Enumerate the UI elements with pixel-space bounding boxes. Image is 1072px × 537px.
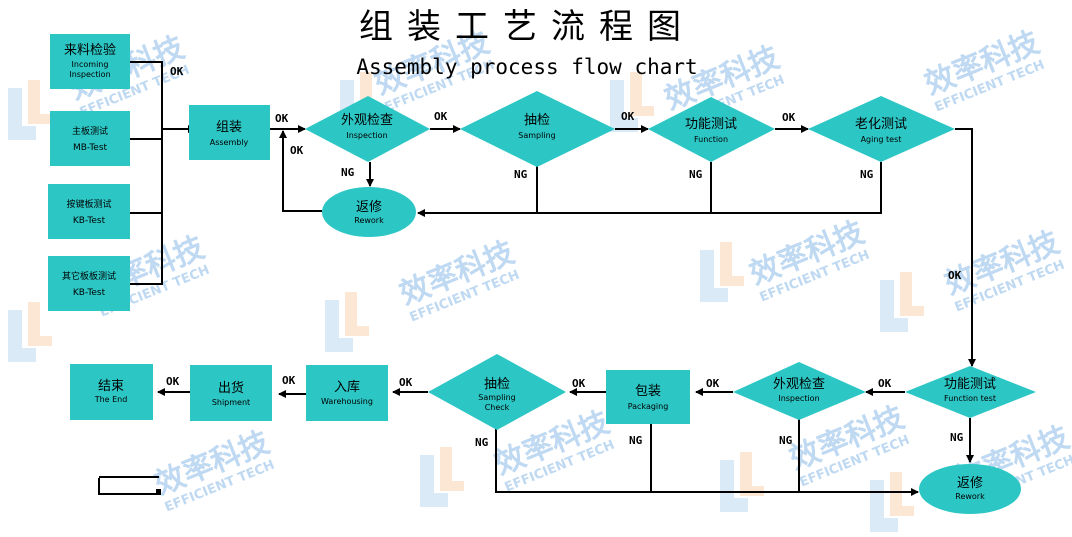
svg-text:包装: 包装 (635, 384, 661, 399)
node-packaging: 包装 Packaging (606, 370, 690, 424)
svg-text:老化测试: 老化测试 (855, 117, 907, 132)
ng-label: NG (341, 166, 355, 179)
ng-label: NG (950, 431, 964, 444)
svg-text:Check: Check (485, 403, 510, 412)
svg-text:KB-Test: KB-Test (73, 216, 106, 226)
svg-text:Inspection: Inspection (69, 70, 110, 79)
page-subtitle: Assembly process flow chart (356, 55, 697, 79)
ok-label: OK (621, 110, 635, 123)
svg-text:功能测试: 功能测试 (944, 377, 996, 392)
ng-label: NG (779, 434, 793, 447)
svg-text:抽检: 抽检 (524, 113, 550, 128)
svg-text:其它板板测试: 其它板板测试 (62, 270, 116, 282)
node-inspection-2: 外观检查 Inspection (733, 362, 866, 420)
svg-text:外观检查: 外观检查 (341, 113, 393, 128)
svg-text:结束: 结束 (98, 379, 124, 394)
svg-text:Packaging: Packaging (628, 402, 669, 411)
svg-text:Rework: Rework (955, 492, 985, 501)
node-other-board-test: 其它板板测试 KB-Test (48, 256, 130, 311)
node-function-test-2: 功能测试 Function test (905, 366, 1036, 418)
flow-labels: OK OK OK OK OK OK OK OK OK OK OK OK OK N… (166, 65, 964, 449)
node-incoming-inspection: 来料检验 Incoming Inspection (50, 34, 130, 89)
svg-text:主板测试: 主板测试 (72, 125, 108, 137)
ng-label: NG (514, 168, 528, 181)
ng-label: NG (475, 436, 489, 449)
svg-text:MB-Test: MB-Test (73, 143, 108, 153)
svg-text:Assembly: Assembly (210, 138, 249, 147)
connectors (98, 61, 976, 496)
ok-label: OK (572, 377, 586, 390)
svg-text:抽检: 抽检 (484, 377, 510, 392)
svg-text:返修: 返修 (957, 476, 983, 491)
node-sampling-1: 抽检 Sampling (460, 91, 615, 167)
svg-text:KB-Test: KB-Test (73, 288, 106, 298)
node-rework-1: 返修 Rework (322, 187, 416, 237)
node-aging-test: 老化测试 Aging test (808, 96, 955, 162)
ng-label: NG (629, 434, 643, 447)
ok-label: OK (948, 269, 962, 282)
svg-text:Function: Function (694, 135, 728, 144)
svg-text:Function test: Function test (944, 394, 996, 403)
ok-label: OK (275, 112, 289, 125)
node-assembly: 组装 Assembly (189, 105, 270, 160)
ok-label: OK (399, 376, 413, 389)
svg-text:来料检验: 来料检验 (64, 42, 116, 58)
svg-text:Warehousing: Warehousing (321, 397, 373, 406)
ok-label: OK (166, 375, 180, 388)
node-mb-test: 主板测试 MB-Test (50, 111, 130, 166)
ok-label: OK (282, 374, 296, 387)
svg-text:Rework: Rework (354, 216, 384, 225)
svg-text:Inspection: Inspection (778, 394, 819, 403)
svg-text:出货: 出货 (218, 380, 244, 396)
node-rework-2: 返修 Rework (919, 464, 1021, 514)
ng-label: NG (689, 168, 703, 181)
ok-label: OK (290, 144, 304, 157)
ok-label: OK (434, 110, 448, 123)
node-warehousing: 入库 Warehousing (306, 365, 388, 421)
svg-text:Aging test: Aging test (861, 135, 902, 144)
svg-text:入库: 入库 (334, 379, 360, 395)
svg-text:Incoming: Incoming (72, 60, 109, 69)
node-the-end: 结束 The End (70, 364, 153, 420)
svg-text:外观检查: 外观检查 (773, 377, 825, 392)
ok-label: OK (706, 377, 720, 390)
svg-text:功能测试: 功能测试 (685, 117, 737, 132)
svg-text:Sampling: Sampling (518, 131, 555, 140)
ok-label: OK (170, 65, 184, 78)
page-title: 组装工艺流程图 (359, 7, 695, 47)
ok-label: OK (878, 377, 892, 390)
svg-text:The End: The End (94, 395, 128, 404)
ng-label: NG (860, 168, 874, 181)
svg-text:按键板测试: 按键板测试 (66, 198, 111, 210)
svg-text:返修: 返修 (356, 200, 382, 215)
node-shipment: 出货 Shipment (190, 365, 272, 421)
node-inspection-1: 外观检查 Inspection (305, 96, 430, 162)
node-function-1: 功能测试 Function (648, 97, 775, 162)
node-sampling-check: 抽检 Sampling Check (428, 354, 566, 430)
ok-label: OK (782, 111, 796, 124)
svg-text:组装: 组装 (216, 120, 242, 135)
svg-text:Inspection: Inspection (346, 131, 387, 140)
svg-text:Sampling: Sampling (478, 393, 515, 402)
node-kb-test: 按键板测试 KB-Test (48, 184, 130, 239)
svg-text:Shipment: Shipment (212, 398, 250, 407)
